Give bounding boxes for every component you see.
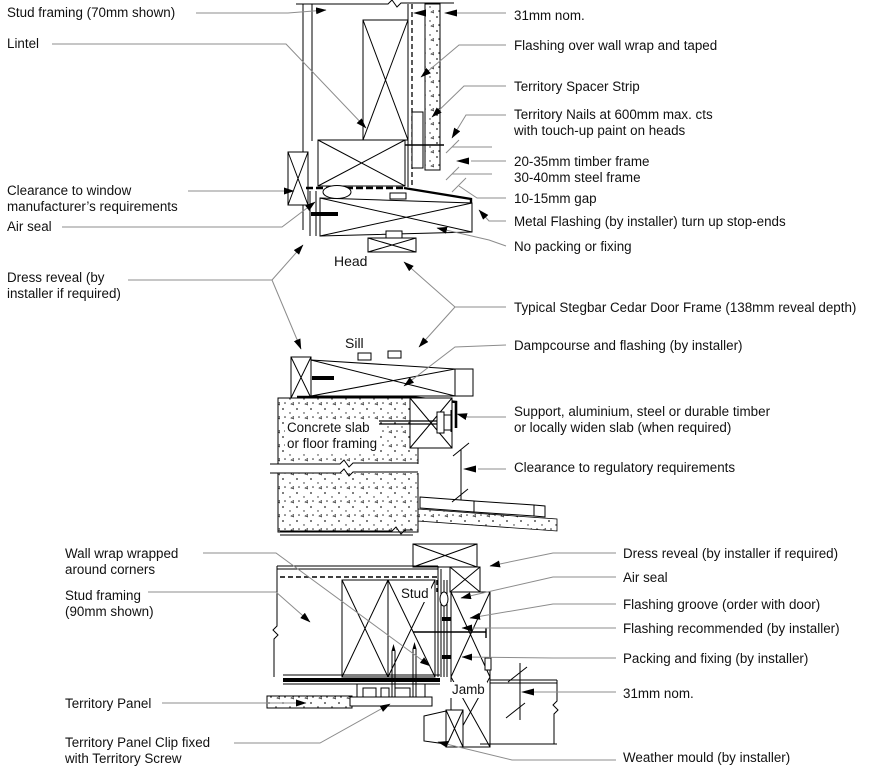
dim-20-35-arrow (456, 157, 469, 165)
door-sill-frame (310, 350, 474, 397)
reveal-member (287, 151, 309, 206)
head-detail-drawing (287, 0, 492, 253)
label-spacer-strip: Territory Spacer Strip (514, 79, 640, 94)
dim-31-bottom (505, 663, 534, 720)
label-metal-flashing: Metal Flashing (by installer) turn up st… (514, 214, 786, 229)
spacer-strip-member (411, 111, 424, 169)
door-head-frame (309, 191, 473, 239)
label-packing-fixing: Packing and fixing (by installer) (623, 651, 809, 666)
territory-panel-cladding (424, 3, 441, 171)
label-dress-reveal-jamb: Dress reveal (by installer if required) (623, 546, 839, 561)
caption-jamb: Jamb (450, 682, 487, 699)
label-flashing-over-wrap: Flashing over wall wrap and taped (514, 38, 718, 53)
label-gap-10-15: 10-15mm gap (514, 191, 597, 206)
label-frame-depth: 20-35mm timber frame 30-40mm steel frame (514, 154, 650, 186)
air-seal-jamb-symbol (439, 591, 449, 607)
label-dim-31-top: 31mm nom. (514, 8, 585, 23)
label-dampcourse: Dampcourse and flashing (by installer) (514, 338, 743, 353)
label-territory-clip: Territory Panel Clip fixed with Territor… (65, 735, 211, 767)
label-territory-nails: Territory Nails at 600mm max. cts with t… (514, 107, 713, 139)
label-wall-wrap: Wall wrap wrapped around corners (65, 546, 179, 578)
weather-mould-member (423, 709, 464, 748)
label-weather-mould: Weather mould (by installer) (623, 750, 791, 765)
door-stop-block (367, 237, 417, 253)
label-clearance-window: Clearance to window manufacturer’s requi… (7, 183, 178, 215)
label-territory-panel: Territory Panel (65, 696, 152, 711)
caption-head: Head (332, 253, 370, 269)
fixing-screw (413, 628, 487, 638)
label-stud-framing-jamb: Stud framing (90mm shown) (65, 588, 154, 620)
label-clearance-reg: Clearance to regulatory requirements (514, 460, 736, 475)
clearance-dim (451, 442, 476, 503)
head-packer-block (449, 566, 481, 593)
head-trimmer (317, 139, 406, 187)
support-bolt (376, 410, 452, 434)
label-dim-31-bottom: 31mm nom. (623, 686, 694, 701)
caption-sill: Sill (343, 335, 366, 351)
wall-wrap-dashed (280, 576, 438, 592)
label-no-packing: No packing or fixing (514, 239, 632, 254)
label-dress-reveal-head: Dress reveal (by installer if required) (7, 270, 121, 302)
caption-stud: Stud (399, 586, 431, 603)
jamb-detail-drawing (266, 526, 559, 748)
label-air-seal-jamb: Air seal (623, 570, 668, 585)
break-line (296, 0, 454, 8)
sill-reveal-member (290, 356, 312, 399)
pavers (417, 496, 558, 532)
territory-panel-clip (349, 642, 433, 707)
label-air-seal-head: Air seal (7, 219, 52, 234)
air-seal-head-symbol (322, 185, 352, 199)
concrete-slab (270, 397, 421, 533)
label-lintel: Lintel (7, 36, 40, 51)
leader-lines (52, 7, 616, 761)
label-support: Support, aluminium, steel or durable tim… (514, 404, 771, 436)
label-flashing-recommended: Flashing recommended (by installer) (623, 621, 840, 636)
caption-concrete-slab: Concrete slab or floor framing (285, 420, 380, 453)
break-line-top (280, 526, 413, 536)
lintel-member (362, 19, 409, 141)
label-stud-framing-head: Stud framing (70mm shown) (7, 5, 176, 20)
dim-31-top-arrows (413, 9, 457, 17)
frame-depth-dim-ticks (445, 139, 492, 193)
door-leaf (480, 679, 559, 745)
dress-reveal-trim (412, 543, 478, 568)
label-flashing-groove: Flashing groove (order with door) (623, 597, 821, 612)
label-stegbar-frame: Typical Stegbar Cedar Door Frame (138mm … (514, 300, 857, 315)
